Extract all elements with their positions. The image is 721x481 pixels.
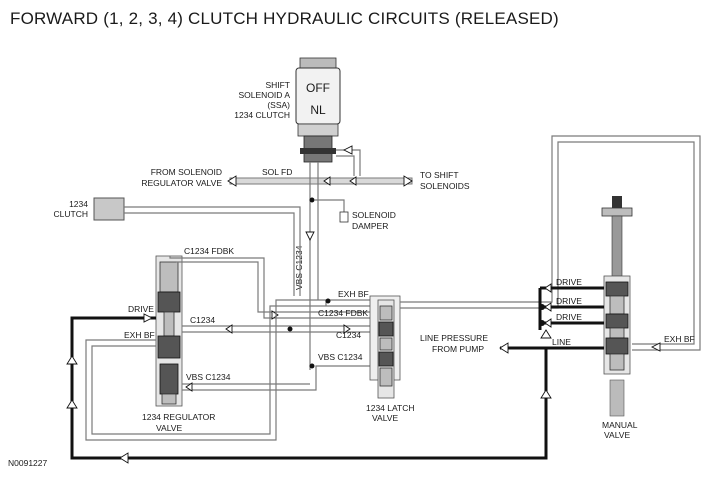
to-shift-label-1: TO SHIFT — [420, 170, 459, 180]
vbs-c1234-vertical-label: VBS C1234 — [294, 245, 304, 290]
c1234-fdbk-circuit — [169, 256, 370, 320]
manual-valve — [601, 196, 633, 417]
drive-label-2: DRIVE — [556, 296, 582, 306]
sol-fd-circuit — [227, 145, 413, 187]
vbs-c1234-center-label: VBS C1234 — [318, 352, 363, 362]
solenoid-label-2: SOLENOID A — [239, 90, 291, 100]
clutch-label-1: 1234 — [69, 199, 88, 209]
latch-valve-label-1: 1234 LATCH — [366, 403, 415, 413]
vbs-c1234-vertical-circuit — [305, 162, 349, 370]
from-solenoid-label-1: FROM SOLENOID — [151, 167, 222, 177]
solenoid-damper-label-2: DAMPER — [352, 221, 388, 231]
vbs-c1234-regulator-label: VBS C1234 — [186, 372, 231, 382]
line-pressure-label-1: LINE PRESSURE — [420, 333, 488, 343]
c1234-fdbk-top-label: C1234 FDBK — [184, 246, 234, 256]
to-shift-label-2: SOLENOIDS — [420, 181, 470, 191]
regulator-valve-label-2: VALVE — [156, 423, 182, 433]
solenoid-state-nl: NL — [310, 103, 326, 117]
drive-left-label: DRIVE — [128, 304, 154, 314]
solenoid-damper-label-1: SOLENOID — [352, 210, 396, 220]
figure-id: N0091227 — [8, 458, 48, 468]
line-pressure-label-2: FROM PUMP — [432, 344, 484, 354]
exh-bf-center-label: EXH BF — [338, 289, 369, 299]
clutch-1234 — [93, 197, 301, 296]
exh-bf-left-label: EXH BF — [124, 330, 155, 340]
drive-label-3: DRIVE — [556, 312, 582, 322]
diagram-title: FORWARD (1, 2, 3, 4) CLUTCH HYDRAULIC CI… — [10, 9, 559, 28]
solenoid-label-4: 1234 CLUTCH — [234, 110, 290, 120]
shift-solenoid-a: OFF NL — [295, 57, 341, 163]
exh-bf-right-loop — [400, 135, 701, 352]
exh-bf-right-label: EXH BF — [664, 334, 695, 344]
solenoid-state-off: OFF — [306, 81, 330, 95]
drive-label-1: DRIVE — [556, 277, 582, 287]
c1234-fdbk-center-label: C1234 FDBK — [318, 308, 368, 318]
latch-valve-1234 — [377, 299, 395, 399]
manual-valve-label-2: VALVE — [604, 430, 630, 440]
line-label: LINE — [552, 337, 571, 347]
drive-manual-circuits — [499, 283, 604, 354]
solenoid-label-3: (SSA) — [267, 100, 290, 110]
c1234-center-label: C1234 — [336, 330, 361, 340]
clutch-label-2: CLUTCH — [54, 209, 88, 219]
c1234-mid-label: C1234 — [190, 315, 215, 325]
regulator-valve-label-1: 1234 REGULATOR — [142, 412, 215, 422]
from-solenoid-label-2: REGULATOR VALVE — [141, 178, 222, 188]
manual-valve-label-1: MANUAL — [602, 420, 638, 430]
exh-bf-left-circuit — [85, 299, 370, 441]
sol-fd-label: SOL FD — [262, 167, 292, 177]
latch-valve-label-2: VALVE — [372, 413, 398, 423]
solenoid-label-1: SHIFT — [265, 80, 290, 90]
regulator-valve-1234 — [155, 255, 183, 407]
vbs-c1234-regulator-circuit — [182, 363, 370, 392]
